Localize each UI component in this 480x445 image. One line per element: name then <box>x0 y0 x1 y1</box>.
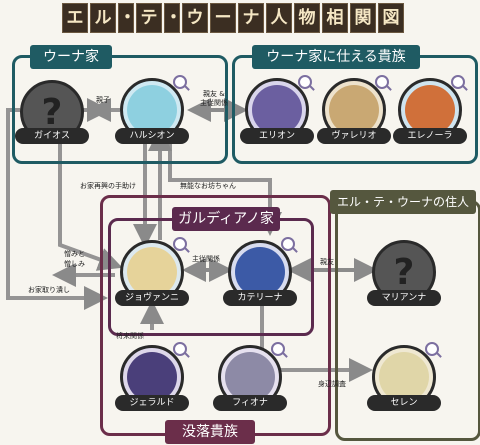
unknown-icon: ? <box>41 91 63 133</box>
group-una-family <box>12 55 228 164</box>
relation-label: 憎みと <box>64 250 85 258</box>
name-fiona: フィオナ <box>213 395 287 411</box>
group-label-elte: エル・テ・ウーナの住人 <box>330 190 476 214</box>
relation-label: 将来関係 <box>116 332 144 340</box>
zoom-icon[interactable] <box>281 237 295 251</box>
name-elenora: エレノーラ <box>393 128 467 144</box>
title-char: ウ <box>182 3 208 33</box>
relation-label: 主従関係 <box>200 99 228 107</box>
relation-label: 親子 <box>96 96 110 104</box>
group-label-una-servants: ウーナ家に仕える貴族 <box>252 45 420 69</box>
title-char: 物 <box>294 3 320 33</box>
name-valerio: ヴァレリオ <box>317 128 391 144</box>
name-halcion: ハルシオン <box>115 128 189 144</box>
relation-label: 無能なお坊ちゃん <box>180 182 236 190</box>
name-caterina: カテリーナ <box>223 290 297 306</box>
group-label-fallen: 没落貴族 <box>165 420 255 444</box>
unknown-icon: ? <box>393 251 415 293</box>
title-char: 関 <box>350 3 376 33</box>
arrow-gaios-giovanni <box>58 140 123 271</box>
zoom-icon[interactable] <box>173 342 187 356</box>
zoom-icon[interactable] <box>271 342 285 356</box>
group-label-galdiano: ガルディアノ家 <box>172 207 280 231</box>
group-label-una-family: ウーナ家 <box>30 45 112 69</box>
name-gerald: ジェラルド <box>115 395 189 411</box>
title-char: ・ <box>118 3 136 33</box>
relation-label: 親友 & <box>203 90 225 98</box>
title-char: 図 <box>378 3 404 33</box>
zoom-icon[interactable] <box>375 75 389 89</box>
name-erion: エリオン <box>240 128 314 144</box>
portrait-halcion[interactable] <box>120 75 187 142</box>
title-char: エ <box>62 3 88 33</box>
title-char: ル <box>90 3 116 33</box>
arrow-halcion-caterina <box>168 135 282 236</box>
name-giovanni: ジョヴァンニ <box>115 290 189 306</box>
relation-label: 身辺調査 <box>318 380 346 388</box>
relation-label: 憎しみ <box>64 260 85 268</box>
zoom-icon[interactable] <box>173 237 187 251</box>
title-char: ー <box>210 3 236 33</box>
name-selen: セレン <box>367 395 441 411</box>
portrait-gaios[interactable]: ? <box>20 80 84 144</box>
zoom-icon[interactable] <box>298 75 312 89</box>
relation-label: 主従関係 <box>192 255 220 263</box>
title-char: ナ <box>238 3 264 33</box>
zoom-icon[interactable] <box>173 75 187 89</box>
zoom-icon[interactable] <box>451 75 465 89</box>
title-char: テ <box>136 3 162 33</box>
relation-label: お家再興の手助け <box>80 182 136 190</box>
relation-label: お家取り潰し <box>28 286 70 294</box>
relation-label: 親友 <box>320 258 334 266</box>
name-mariana: マリアンナ <box>367 290 441 306</box>
page-title: エル・テ・ウーナ人物相関図 <box>62 3 404 33</box>
zoom-icon[interactable] <box>425 342 439 356</box>
title-char: 人 <box>266 3 292 33</box>
title-char: ・ <box>164 3 182 33</box>
title-char: 相 <box>322 3 348 33</box>
name-gaios: ガイオス <box>15 128 89 144</box>
